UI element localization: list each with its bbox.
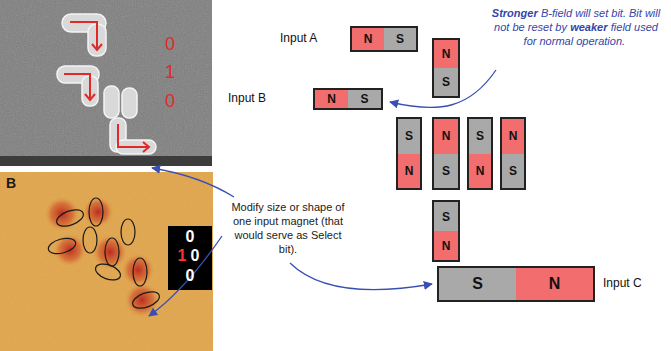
sem-islands [57,14,156,154]
bit-value: 1 [175,247,189,265]
pole-letter: S [442,211,450,223]
bit-value: 0 [168,267,212,285]
magnetization-arrow [85,94,95,100]
pole-letter: N [442,48,451,60]
sem-grain [0,0,212,166]
mfm-image [0,172,213,351]
bit-value: 0 [160,91,180,112]
sem-ground [0,0,212,166]
leader-line [149,236,222,316]
magnet-pole: S [439,268,516,300]
sem-island [104,86,119,118]
magnet-pole: S [434,202,458,231]
pole-letter: N [442,240,451,252]
pole-letter: N [442,130,451,142]
bit-value: 1 [160,62,180,83]
emphasis-text: Stronger [492,7,538,19]
magnet-pole: N [516,268,593,300]
bar-magnet: NS [500,117,526,190]
mfm-blobs [44,196,160,318]
magnetization-arrow [143,142,149,152]
pole-letter: S [442,76,450,88]
mfm-grain [0,172,213,351]
bit-value: 0 [160,34,180,55]
magnet-pole: S [398,119,420,154]
magnet-pole: S [348,90,381,108]
island-outline [89,198,103,226]
pole-letter: S [405,130,413,142]
pole-letter: S [360,93,368,105]
sem-info-bar [0,156,212,166]
leader-line [152,168,234,197]
bar-magnet: SN [467,117,493,190]
pole-letter: N [549,276,561,292]
island-outline [130,289,161,312]
magnet-pole: N [434,119,458,154]
island-outline [121,219,135,245]
bar-magnet: NS [432,117,460,190]
pole-letter: N [509,130,518,142]
island-outline [47,236,78,257]
pole-letter: N [327,93,336,105]
panel-letter: B [6,175,22,191]
bit-value: 0 [188,247,202,265]
pole-letter: N [405,165,414,177]
magnet-pole: N [469,154,491,189]
bar-magnet: SN [432,200,460,262]
bar-magnet: SN [437,266,595,302]
sem-arrows [64,22,149,152]
input-label: Input B [228,92,308,106]
bit-value: 0 [168,228,212,246]
island-outline [93,261,122,283]
pole-letter: N [364,33,373,45]
island-outline [133,258,147,286]
magnet-pole: S [502,154,524,189]
emphasis-text: weaker [570,21,607,33]
pole-letter: S [472,276,483,292]
input-label: Input A [280,32,346,46]
island-outline [54,207,85,230]
mfm-blob [82,196,114,228]
mfm-outlines [47,198,162,311]
magnet-pole: S [469,119,491,154]
pole-letter: S [442,165,450,177]
leader-line [290,263,432,290]
bar-magnet: NS [350,26,418,52]
magnet-pole: S [384,28,416,50]
input-label: Input C [603,277,667,291]
magnet-pole: S [434,154,458,189]
sem-island [122,88,137,118]
mfm-ground [0,172,213,351]
pole-letter: N [476,165,485,177]
magnetization-arrow [92,44,102,50]
magnet-pole: S [434,68,458,96]
callout-text: Modify size or shape of one input magnet… [226,200,350,256]
magnet-pole: N [398,154,420,189]
magnet-pole: N [434,231,458,260]
note-text: StrongerB-field will set bit. Bit will n… [488,6,664,48]
pole-letter: S [396,33,404,45]
magnet-pole: N [315,90,348,108]
pole-letter: S [476,130,484,142]
bar-magnet: NS [432,38,460,98]
island-outline [105,238,119,266]
magnet-pole: N [434,40,458,68]
sem-image [0,0,212,166]
bar-magnet: NS [313,88,383,110]
bar-magnet: SN [396,117,422,190]
island-outline [83,227,97,253]
magnet-pole: N [352,28,384,50]
mfm-blob [121,253,155,287]
magnet-pole: N [502,119,524,154]
pole-letter: S [509,165,517,177]
